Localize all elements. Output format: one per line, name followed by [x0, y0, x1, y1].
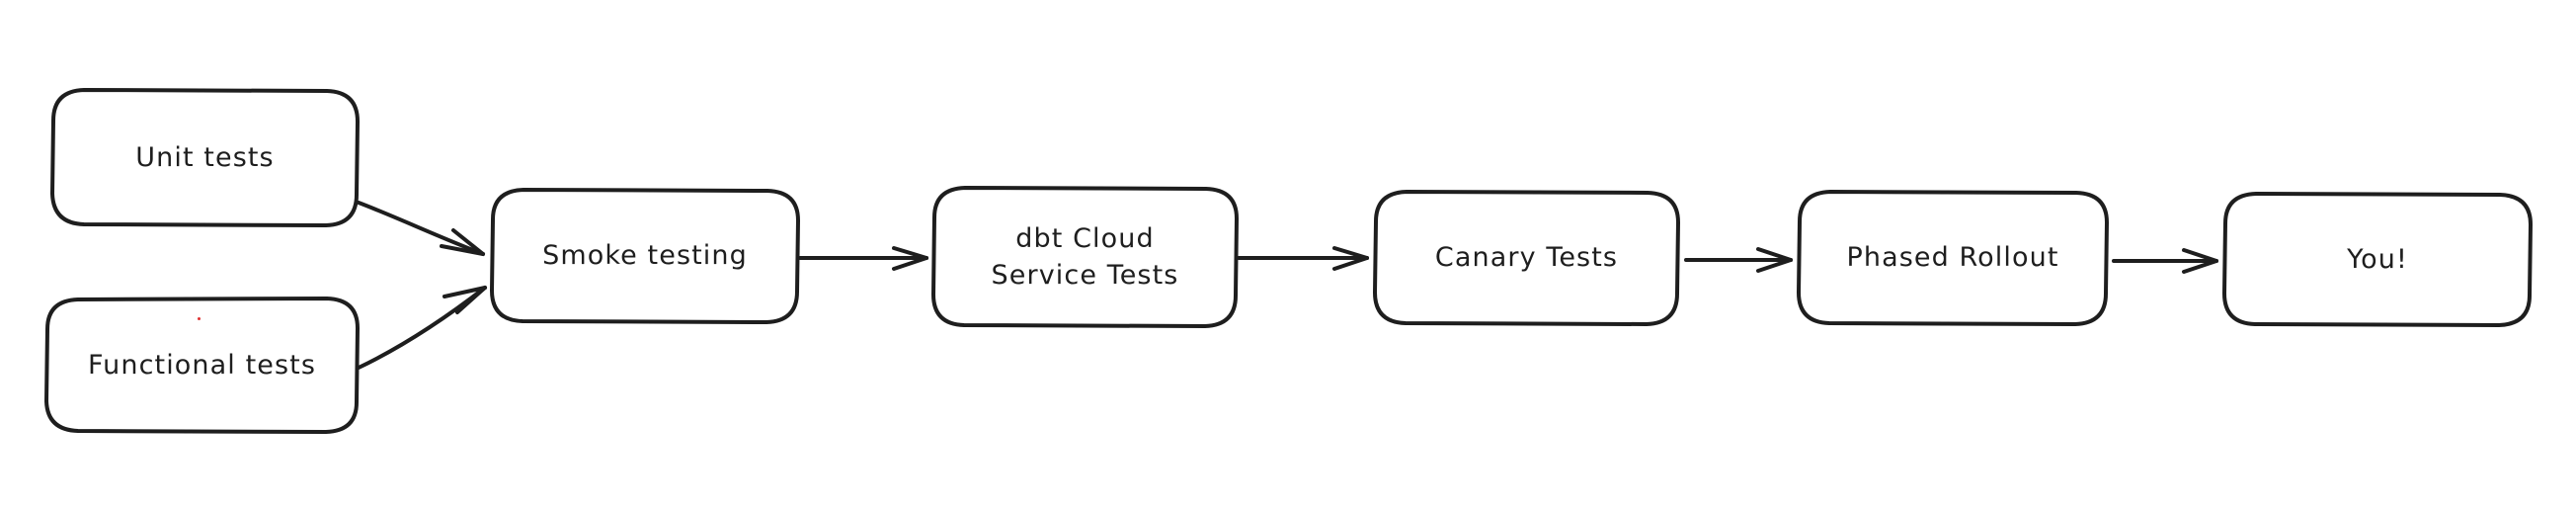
- edge-dbt-to-canary[interactable]: [1237, 246, 1369, 271]
- node-you[interactable]: [2222, 192, 2533, 327]
- node-phased-rollout[interactable]: [1797, 190, 2109, 326]
- node-smoke-testing[interactable]: [490, 188, 800, 324]
- stray-mark: [198, 317, 201, 320]
- node-functional-tests[interactable]: [44, 297, 360, 434]
- node-canary-tests[interactable]: [1373, 190, 1680, 326]
- edge-smoke-to-dbt[interactable]: [798, 246, 928, 271]
- edge-phased-to-you[interactable]: [2112, 248, 2218, 274]
- edge-functional-to-smoke[interactable]: [357, 286, 487, 370]
- node-dbt-cloud-service-tests[interactable]: [931, 186, 1239, 328]
- node-unit-tests[interactable]: [50, 88, 360, 227]
- edge-canary-to-phased[interactable]: [1684, 247, 1793, 273]
- edge-unit-to-smoke[interactable]: [357, 201, 485, 256]
